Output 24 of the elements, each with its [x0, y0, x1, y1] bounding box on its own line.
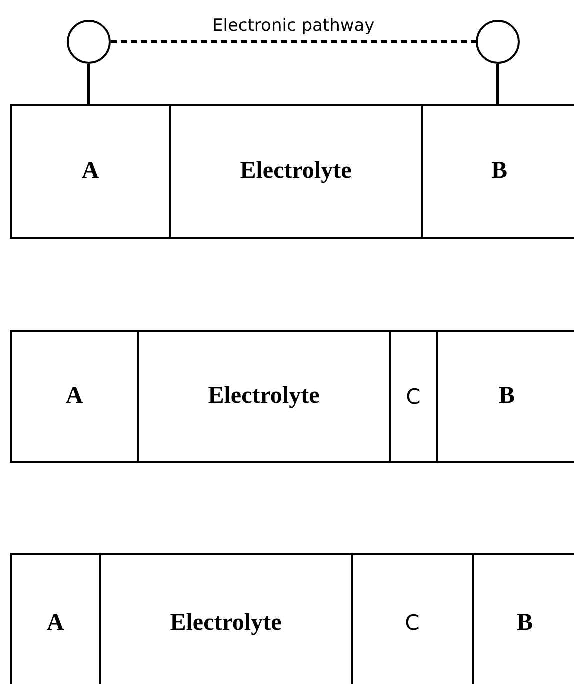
- cathode-cell: [421, 104, 574, 239]
- electrolyte-cell: [137, 330, 391, 463]
- interlayer-cell: [389, 330, 438, 463]
- layer-label: A: [66, 383, 84, 410]
- layer-label: B: [498, 383, 515, 410]
- layer-label: Electrolyte: [240, 158, 352, 185]
- anode-cell: [10, 330, 139, 463]
- layer-label: C: [406, 384, 421, 408]
- anode-cell: [10, 553, 101, 684]
- layer-label: B: [516, 610, 533, 636]
- anode-cell: [10, 104, 171, 239]
- wire: [496, 64, 500, 104]
- layer-label: B: [491, 158, 508, 185]
- layer-label: A: [82, 158, 100, 185]
- layer-label: C: [405, 611, 420, 635]
- terminal-circle: [476, 20, 520, 64]
- electrolyte-cell: [169, 104, 423, 239]
- cathode-cell: [436, 330, 574, 463]
- terminal-circle: [67, 20, 111, 64]
- layer-label: A: [46, 610, 64, 636]
- layer-label: Electrolyte: [208, 383, 320, 410]
- dashed-connector: [111, 40, 476, 44]
- layer-label: Electrolyte: [170, 610, 282, 636]
- wire: [88, 64, 90, 104]
